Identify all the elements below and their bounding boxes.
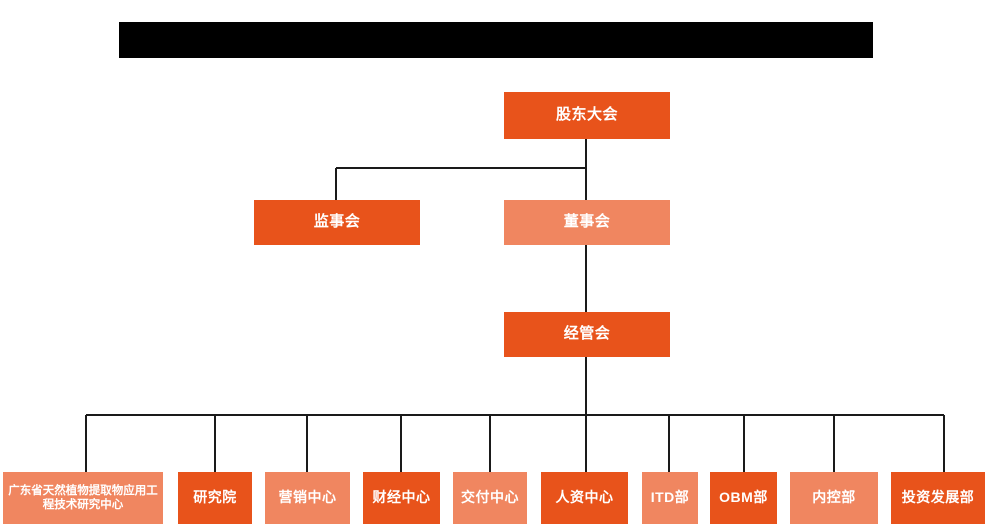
org-node-marketing-center[interactable]: 营销中心 (265, 472, 350, 524)
org-node-label-guangdong-research-center: 广东省天然植物提取物应用工程技术研究中心 (8, 484, 158, 511)
org-node-guangdong-research-center[interactable]: 广东省天然植物提取物应用工程技术研究中心 (3, 472, 163, 524)
connector-drop-itd-department (668, 415, 670, 472)
org-node-label-itd-department: ITD部 (650, 489, 690, 506)
org-node-management-committee[interactable]: 经管会 (504, 312, 670, 357)
connector-supervisors-directors-bus (336, 167, 587, 169)
org-node-shareholders-meeting[interactable]: 股东大会 (504, 92, 670, 139)
org-node-label-internal-control-department: 内控部 (812, 489, 856, 506)
org-node-label-shareholders-meeting: 股东大会 (555, 106, 618, 124)
connector-drop-internal-control-department (833, 415, 835, 472)
org-node-research-institute[interactable]: 研究院 (178, 472, 252, 524)
org-node-label-management-committee: 经管会 (563, 325, 611, 343)
org-node-label-board-of-directors: 董事会 (563, 213, 611, 231)
org-node-finance-center[interactable]: 财经中心 (363, 472, 440, 524)
connector-drop-guangdong-research-center (85, 415, 87, 472)
redacted-title-bar (119, 22, 873, 58)
connector-drop-marketing-center (306, 415, 308, 472)
org-node-itd-department[interactable]: ITD部 (642, 472, 698, 524)
org-node-label-obm-department: OBM部 (719, 489, 768, 506)
connector-management-down (585, 357, 587, 416)
org-node-label-investment-development-department: 投资发展部 (901, 489, 975, 506)
connector-drop-finance-center (400, 415, 402, 472)
connector-drop-obm-department (743, 415, 745, 472)
org-node-label-research-institute: 研究院 (193, 489, 237, 506)
org-node-label-human-resources-center: 人资中心 (555, 489, 614, 506)
connector-leaf-bus (86, 414, 944, 416)
connector-drop-investment-development (943, 415, 945, 472)
org-node-label-marketing-center: 营销中心 (278, 489, 337, 506)
org-node-investment-development-department[interactable]: 投资发展部 (891, 472, 985, 524)
connector-supervisors-drop (335, 168, 337, 201)
connector-directors-drop (585, 168, 587, 201)
org-node-label-board-of-supervisors: 监事会 (313, 213, 361, 231)
org-node-label-finance-center: 财经中心 (372, 489, 431, 506)
org-node-label-delivery-center: 交付中心 (461, 489, 519, 506)
org-node-board-of-directors[interactable]: 董事会 (504, 200, 670, 245)
connector-drop-research-institute (214, 415, 216, 472)
connector-drop-delivery-center (489, 415, 491, 472)
org-node-human-resources-center[interactable]: 人资中心 (541, 472, 628, 524)
org-node-delivery-center[interactable]: 交付中心 (453, 472, 527, 524)
org-node-board-of-supervisors[interactable]: 监事会 (254, 200, 420, 245)
connector-drop-human-resources-center (585, 415, 587, 472)
connector-directors-to-management (585, 245, 587, 313)
org-node-internal-control-department[interactable]: 内控部 (790, 472, 878, 524)
org-node-obm-department[interactable]: OBM部 (710, 472, 777, 524)
